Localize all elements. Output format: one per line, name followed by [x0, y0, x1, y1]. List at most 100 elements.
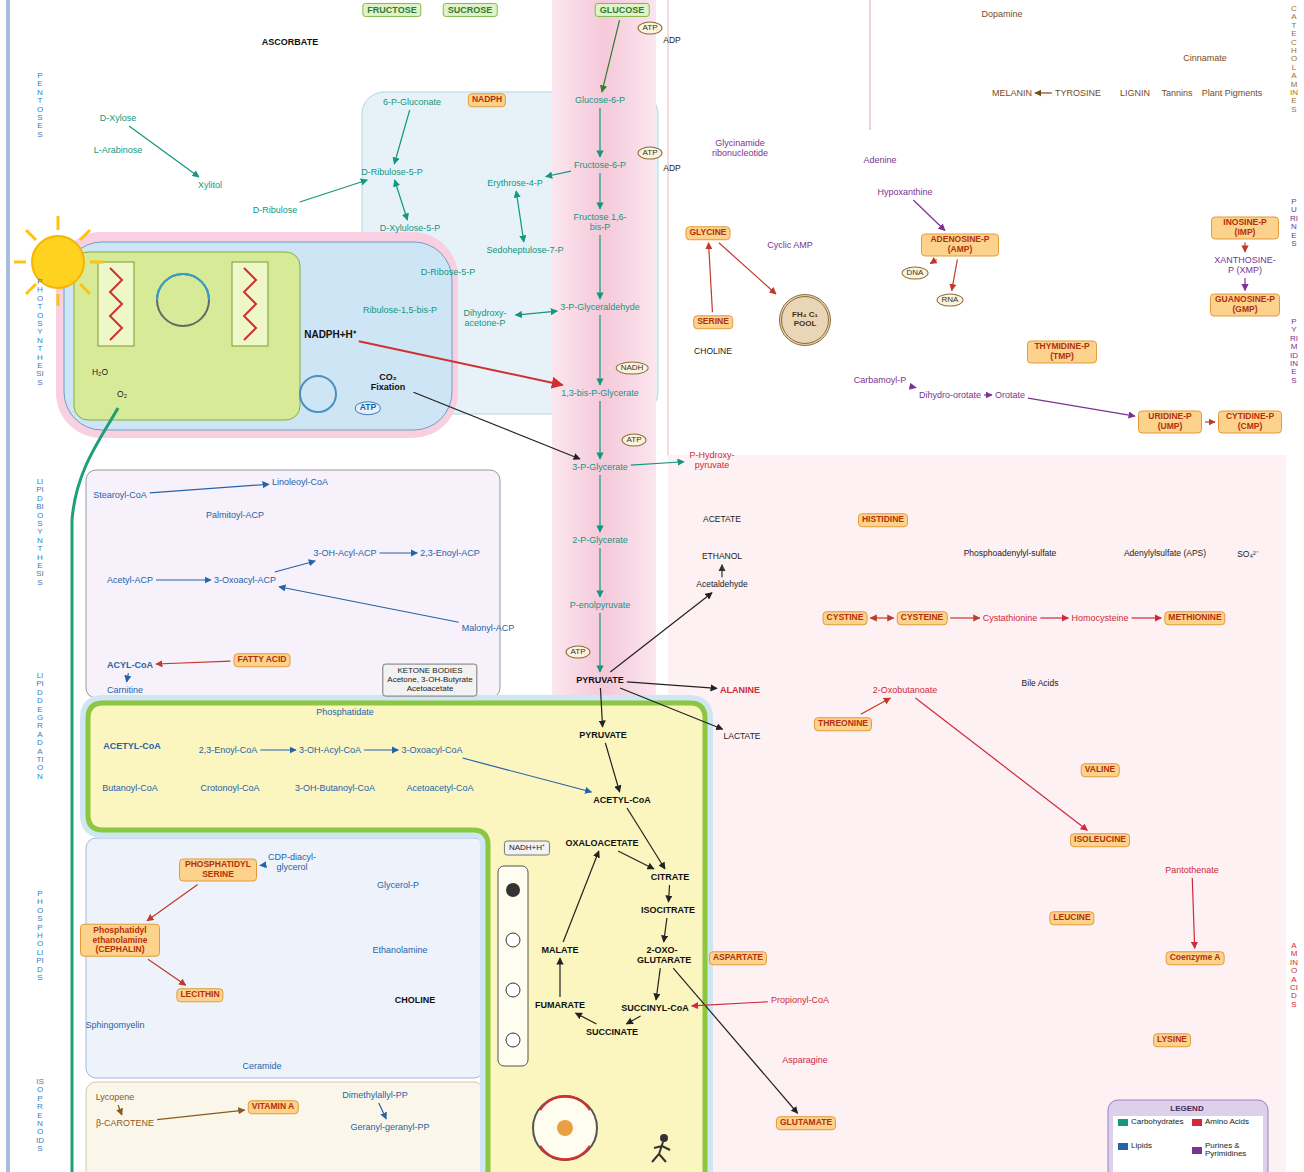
carbohydrate-name: Ribulose-1,5-bis-P — [363, 305, 437, 315]
compound-label: SUCROSE — [448, 5, 493, 15]
reaction-arrow — [605, 743, 619, 792]
section-label: PHOTOSYNTHESIS — [36, 278, 44, 387]
compound-label: Acetaldehyde — [696, 580, 748, 590]
compound-note: Acetone, 3-OH-Butyrate — [387, 676, 472, 685]
thylakoid-stack — [232, 262, 268, 346]
compound-label: VALINE — [1085, 765, 1116, 775]
reaction-arrow — [1132, 617, 1162, 618]
compound-label: Erythrose-4-P — [487, 178, 543, 188]
compound-label: Fructose 1,6-bis-P — [570, 212, 630, 232]
compound-label: GLUTAMATE — [780, 1118, 832, 1128]
reaction-arrow — [861, 698, 891, 714]
section-label: ISOPRENOIDS — [36, 1078, 44, 1154]
reaction-arrow — [602, 20, 620, 92]
compound-label: 3-OH-Butanoyl-CoA — [295, 783, 375, 793]
highlighted-compound: CYSTINE — [823, 611, 868, 625]
compound-label: 3-Oxoacyl-ACP — [214, 575, 276, 585]
compound-label: ACETATE — [703, 515, 741, 525]
highlighted-compound: HISTIDINE — [858, 513, 908, 527]
compound-label: D-Ribulose — [253, 205, 298, 215]
compound-label: NADPH — [472, 95, 502, 105]
compound-label: ACETYL-CoA — [593, 795, 651, 805]
reaction-arrow — [1244, 278, 1245, 290]
compound-label: FRUCTOSE — [367, 5, 416, 15]
highlighted-compound: VITAMIN A — [248, 1100, 299, 1114]
compound-label: D-Ribulose-5-P — [361, 167, 423, 177]
catecholamine-name: MELANIN — [992, 88, 1032, 98]
electron-path — [110, 268, 122, 340]
reaction-arrow — [673, 968, 797, 1113]
compound-label: Sedoheptulose-7-P — [486, 245, 563, 255]
compound-label: CYSTINE — [827, 613, 864, 623]
amino-acid-name: Propionyl-CoA — [771, 995, 829, 1005]
compound-label: Palmitoyl-ACP — [206, 510, 264, 520]
compound-label: Phosphatidyl ethanolamine (CEPHALIN) — [84, 926, 156, 955]
lipid-name: Malonyl-ACP — [462, 623, 515, 633]
compound-label: 2,3-Enoyl-ACP — [420, 548, 480, 558]
key-metabolite: SUCCINATE — [586, 1027, 638, 1037]
highlighted-compound: Coenzyme A — [1166, 951, 1225, 965]
key-metabolite: ACETYL-CoA — [593, 795, 651, 805]
compound-label: ACETYL-CoA — [103, 741, 161, 751]
cycle-loop — [157, 274, 209, 300]
compound-name: LACTATE — [724, 732, 761, 742]
lipid-name: Ceramide — [242, 1061, 281, 1071]
compound-label: Ribulose-1,5-bis-P — [363, 305, 437, 315]
legend-swatch — [1118, 1143, 1128, 1150]
compound-label: NADPH+H⁺ — [304, 329, 356, 340]
reaction-arrow — [395, 180, 408, 220]
compound-label: Glycerol-P — [377, 880, 419, 890]
highlighted-compound: VALINE — [1081, 763, 1120, 777]
compound-label: PHOSPHATIDYL SERINE — [183, 860, 253, 879]
cofactor-oval: ATP — [566, 646, 591, 659]
lipid-name: Butanoyl-CoA — [102, 783, 158, 793]
compound-label: Ceramide — [242, 1061, 281, 1071]
carbohydrate-name: Fructose-6-P — [574, 160, 626, 170]
phospholipid-region — [86, 838, 484, 1078]
compound-label: FH₄ C₁ POOL — [782, 311, 828, 329]
reaction-arrow — [364, 749, 398, 750]
highlighted-compound: CYTIDINE-P (CMP) — [1218, 410, 1282, 433]
compound-label: ADP — [663, 163, 680, 173]
highlighted-compound: LEUCINE — [1049, 911, 1094, 925]
reaction-arrow — [147, 885, 198, 921]
reaction-arrow — [300, 180, 367, 202]
compound-label: 3-Oxoacyl-CoA — [401, 745, 462, 755]
carbohydrate-name: Xylitol — [198, 180, 222, 190]
reaction-arrow — [909, 386, 916, 387]
compound-label: L-Arabinose — [94, 145, 143, 155]
lipid-name: Acetyl-ACP — [107, 575, 153, 585]
compound-label: CHOLINE — [395, 995, 436, 1005]
reaction-arrow — [599, 475, 600, 532]
reaction-arrow — [156, 661, 231, 664]
reaction-arrow — [950, 617, 979, 618]
reaction-arrow — [1192, 878, 1194, 948]
reaction-arrow — [631, 462, 684, 465]
compound-label: MELANIN — [992, 88, 1032, 98]
reaction-arrow — [952, 260, 958, 291]
compound-note: Acetoacetate — [387, 684, 472, 693]
reaction-arrow — [913, 200, 945, 230]
region-line — [668, 0, 669, 455]
reaction-arrow — [668, 885, 669, 902]
photosynthesis-glow — [56, 232, 458, 438]
reaction-arrow — [656, 968, 660, 1000]
lipid-name: CDP-diacyl-glycerol — [265, 852, 320, 872]
highlighted-compound: LYSINE — [1153, 1033, 1191, 1047]
compound-label: P-enolpyruvate — [570, 600, 631, 610]
reaction-arrow — [599, 108, 600, 157]
section-label: CATECHOLAMINES — [1290, 5, 1298, 114]
compound-label: SO₄²⁻ — [1237, 548, 1259, 559]
isoprenoid-name: Lycopene — [96, 1092, 135, 1102]
compound-label: PYRUVATE — [579, 730, 627, 740]
highlighted-compound: URIDINE-P (UMP) — [1138, 410, 1202, 433]
reaction-arrow — [600, 688, 602, 727]
carbohydrate-name: D-Xylulose-5-P — [380, 223, 441, 233]
amino-acid-name: Pantothenate — [1165, 865, 1219, 875]
compound-label: NADH — [621, 364, 644, 373]
highlighted-compound: INOSINE-P (IMP) — [1211, 216, 1279, 239]
reaction-arrow — [275, 561, 315, 572]
compound-label: MALATE — [542, 945, 579, 955]
cofactor-oval: NADH — [616, 362, 649, 375]
